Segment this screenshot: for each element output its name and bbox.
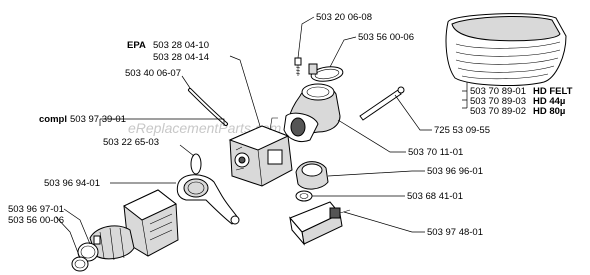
screw-top-part	[294, 57, 302, 76]
clamp-top-part-label: 503 56 00-06	[358, 32, 414, 43]
leader-lines	[55, 16, 468, 259]
filter-1-desc-label: HD FELT	[533, 86, 573, 97]
screw-top-part-label: 503 20 06-08	[316, 12, 372, 23]
gasket-part-label: 503 22 65-03	[103, 137, 159, 148]
hose-part-label: 503 40 06-07	[125, 68, 181, 79]
watermark: eReplacementParts.com	[128, 120, 282, 136]
gasket-part	[190, 153, 202, 175]
grommet-part-label: 503 68 41-01	[407, 191, 463, 202]
air-filter	[445, 13, 567, 86]
filter-3-part-label: 503 70 89-02	[470, 106, 526, 117]
clamp-b-part-label: 503 56 00-06	[8, 215, 64, 226]
compl-part-label: 503 97 39-01	[70, 114, 126, 125]
rod-part	[359, 86, 405, 121]
epa-label: EPA	[127, 40, 146, 51]
carburetor-part	[228, 117, 293, 187]
hose-clamp-bottom-part	[71, 235, 101, 272]
intake-elbow-part	[283, 83, 341, 143]
rod-part-label: 725 53 09-55	[434, 125, 490, 136]
filter-3-desc-label: HD 80µ	[533, 106, 565, 117]
bracket-part	[176, 174, 240, 225]
clamp-a-part-label: 503 96 97-01	[8, 204, 64, 215]
grommet-part	[295, 190, 313, 202]
hose-clamp-top-part	[308, 63, 344, 82]
rubber-boot-part	[89, 225, 135, 261]
filter-1-part-label: 503 70 89-01	[470, 86, 526, 97]
epa-part-label-1: 503 28 04-10	[153, 40, 209, 51]
bracket-part-label: 503 96 94-01	[44, 178, 100, 189]
epa-part-label-2: 503 28 04-14	[153, 52, 209, 63]
filter-2-desc-label: HD 44µ	[533, 96, 565, 107]
valve-part	[295, 161, 329, 190]
valve-part-label: 503 96 96-01	[427, 166, 483, 177]
fuel-hose-part	[188, 88, 228, 126]
heater-part	[289, 201, 351, 246]
heater-part-label: 503 97 48-01	[427, 227, 483, 238]
filter-2-part-label: 503 70 89-03	[470, 96, 526, 107]
elbow-part-label: 503 70 11-01	[408, 147, 463, 158]
compl-prefix-label: compl	[39, 114, 67, 125]
